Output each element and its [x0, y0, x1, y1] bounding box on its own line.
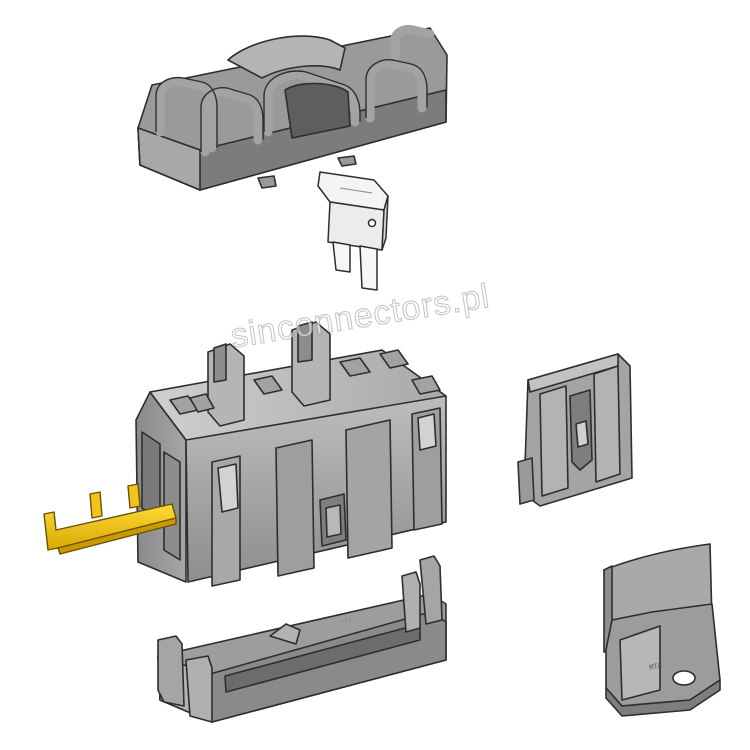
terminal-lock-bar: [43, 483, 177, 555]
blade-fuse: [317, 171, 389, 291]
fuse-holder-housing: [135, 321, 447, 587]
bracket-marking: MTA: [649, 661, 664, 672]
cover-marking: ...: [339, 613, 353, 623]
side-latch-clip: [517, 353, 633, 507]
mounting-bracket: MTA: [603, 543, 721, 717]
fuse-holder-cover: [137, 25, 448, 191]
housing-bottom-cover: ...: [157, 555, 447, 723]
